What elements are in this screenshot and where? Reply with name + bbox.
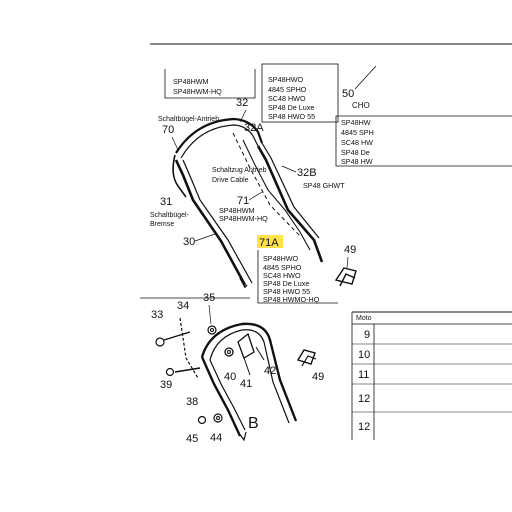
leader-line — [354, 65, 377, 90]
part-number-32: 32 — [236, 97, 248, 109]
table-cell: 9 — [364, 329, 370, 341]
part-number-41: 41 — [240, 378, 252, 390]
top-right-model-box: SP48HW 4845 SPH SC48 HW SP48 De SP48 HW — [335, 115, 512, 167]
model-text: SC48 HW — [341, 138, 373, 147]
model-text: SP48HWM — [173, 77, 209, 86]
table-cell: 10 — [358, 349, 370, 361]
model-text: SC48 HWO — [263, 271, 301, 280]
part-number-49-upper: 49 — [344, 244, 356, 256]
p32b-model: SP48 GHWT — [303, 181, 345, 190]
table-cell: 11 — [358, 369, 369, 381]
part-number-38: 38 — [186, 396, 198, 408]
model-text: 4845 SPH — [341, 128, 374, 137]
model-text: SP48HWM-HQ — [173, 87, 222, 96]
part-number-40: 40 — [224, 371, 236, 383]
part-number-35: 35 — [203, 292, 215, 304]
part-number-32a: 32A — [244, 122, 264, 134]
model-text: SP48HWO — [268, 75, 304, 84]
table-cell: 12 — [358, 393, 370, 405]
model-text: SC48 HWO — [268, 94, 306, 103]
part-number-71a: 71A — [259, 237, 279, 249]
part-number-71: 71 — [237, 195, 249, 207]
model-text: SP48 HWO 55 — [263, 287, 310, 296]
part-number-44: 44 — [210, 432, 222, 444]
leader-line — [171, 136, 179, 151]
model-text: SP48HWO — [263, 254, 299, 263]
p71a-model-box: SP48HWO 4845 SPHO SC48 HWO SP48 De Luxe … — [257, 250, 338, 304]
part-number-39: 39 — [160, 379, 172, 391]
table-cell: 12 — [358, 421, 370, 433]
table-header-partial: Moto — [356, 315, 372, 322]
model-text: SP48 De Luxe — [268, 103, 314, 112]
part-71a-highlight — [257, 235, 283, 248]
model-text: 4845 SPHO — [263, 263, 302, 272]
model-text: SP48HWM — [219, 206, 255, 215]
upper-handle-assembly — [172, 117, 324, 289]
part-number-33: 33 — [151, 309, 163, 321]
leader-line — [208, 304, 212, 325]
section-label-b: B — [248, 415, 259, 432]
model-text: SP48HW — [341, 118, 371, 127]
leader-line — [194, 233, 216, 242]
model-text: 4845 SPHO — [268, 85, 307, 94]
part-number-30: 30 — [183, 236, 195, 248]
cable-caption-de: Schaltzug Antrieb — [212, 167, 267, 174]
partial-caption: CHO — [352, 101, 370, 110]
lower-handle-assembly — [155, 317, 317, 442]
part-number-70: 70 — [162, 124, 174, 136]
part-number-34: 34 — [177, 300, 189, 312]
top-left-model-box: SP48HWM SP48HWM-HQ — [164, 69, 256, 99]
partial-model-table: Moto 9 10 11 12 12 — [351, 312, 512, 440]
model-text: SP48HWM-HQ — [219, 214, 268, 223]
part-49-clip-upper — [334, 267, 357, 287]
part-number-42: 42 — [264, 365, 276, 377]
model-text: SP48 De — [341, 148, 370, 157]
model-text: SP48 HWO 55 — [268, 112, 315, 121]
leader-line — [248, 191, 263, 201]
part-number-50: 50 — [342, 88, 354, 100]
model-text: SP48 De Luxe — [263, 279, 309, 288]
part-number-45: 45 — [186, 433, 198, 445]
leader-line — [346, 256, 349, 269]
model-text: SP48 HWMO-HQ — [263, 295, 320, 304]
part-number-49-lower: 49 — [312, 371, 324, 383]
part-number-31: 31 — [160, 196, 172, 208]
brake-bar-caption-1: Schaltbügel- — [150, 212, 190, 219]
leader-line — [239, 109, 247, 123]
cable-caption-en: Drive Cable — [212, 177, 249, 184]
drive-bar-caption: Schaltbügel-Antrieb — [158, 116, 219, 123]
brake-bar-caption-2: Bremse — [150, 221, 174, 228]
top-center-model-box: SP48HWO 4845 SPHO SC48 HWO SP48 De Luxe … — [261, 63, 339, 123]
model-text: SP48 HW — [341, 157, 373, 166]
part-number-32b: 32B — [297, 167, 317, 179]
leader-line — [281, 165, 297, 173]
